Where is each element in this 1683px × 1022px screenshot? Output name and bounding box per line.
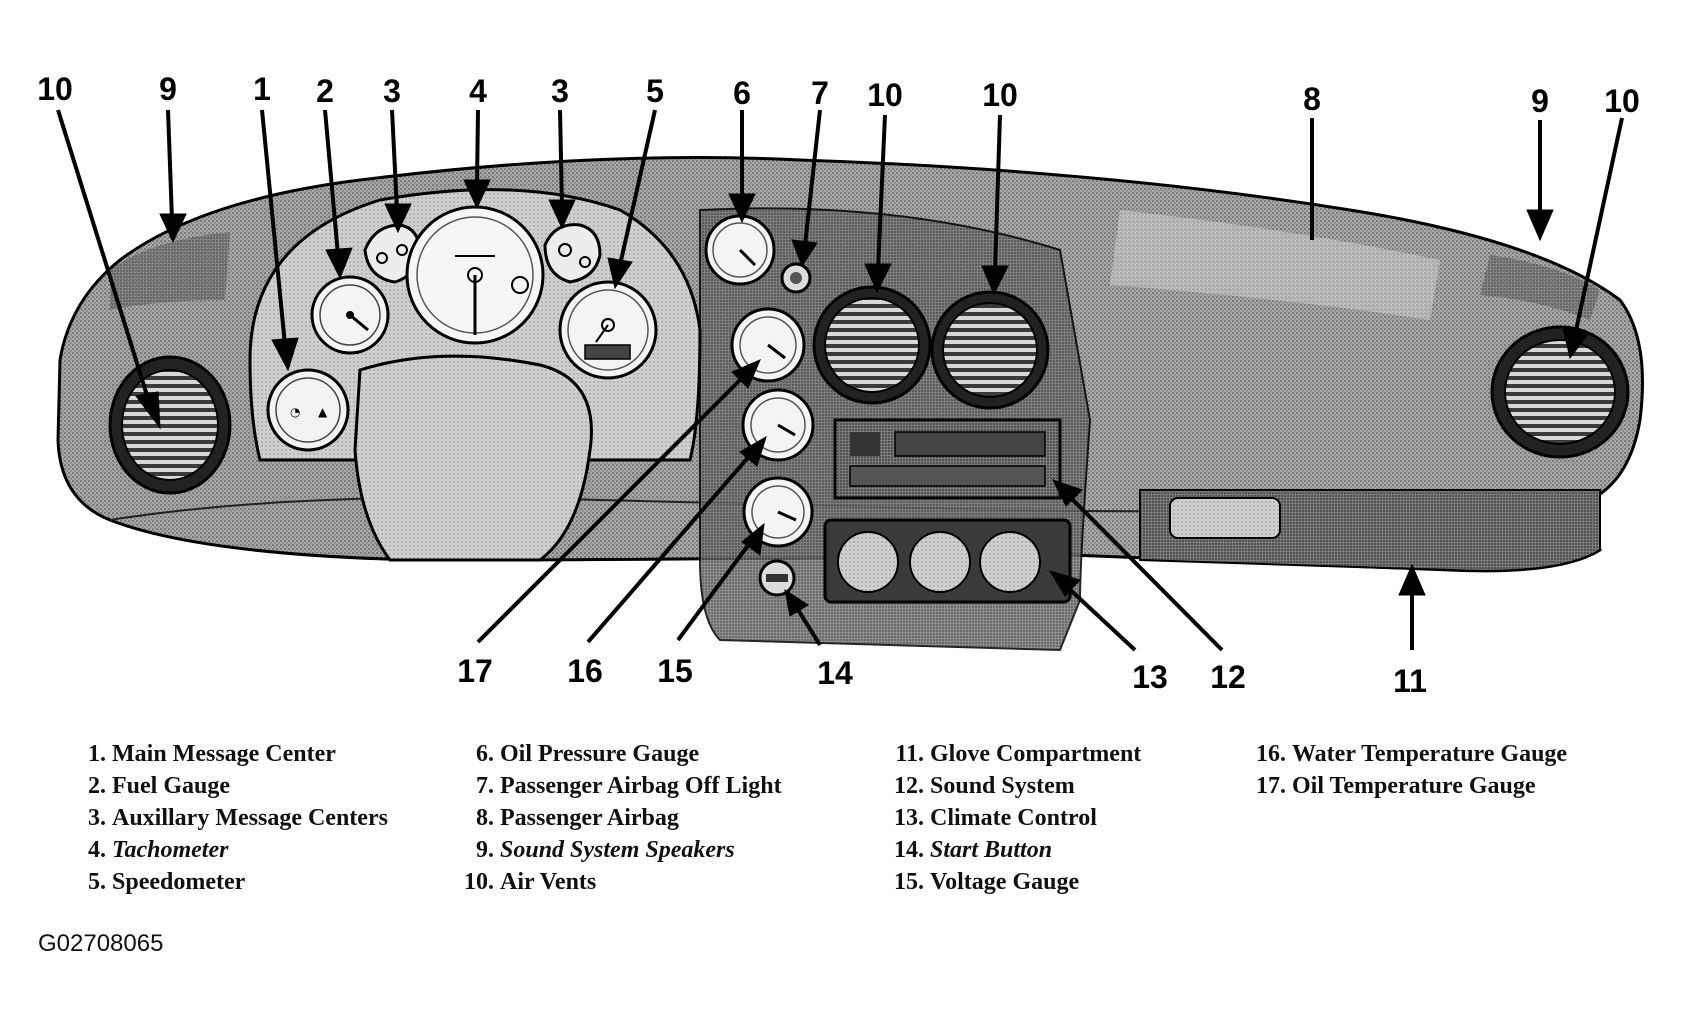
callout-2: 2 <box>316 73 334 109</box>
callout-17: 17 <box>457 653 493 689</box>
svg-text:◔: ◔ <box>290 405 300 419</box>
callout-8: 8 <box>1303 81 1321 117</box>
callout-7: 7 <box>811 75 829 111</box>
legend-item: 4.Tachometer <box>88 837 229 863</box>
svg-text:▲: ▲ <box>318 405 328 419</box>
passenger-airbag-off-light <box>780 262 812 294</box>
passenger-airbag <box>1110 210 1440 320</box>
oil-pressure-gauge <box>704 214 776 286</box>
glove-compartment-handle <box>1169 497 1281 539</box>
legend-item: 8.Passenger Airbag <box>476 805 679 831</box>
callout-9-right: 9 <box>1531 83 1549 119</box>
arrow-2 <box>323 109 353 280</box>
arrow-1 <box>260 109 299 372</box>
arrow-10-b <box>864 114 892 294</box>
speaker-left <box>110 232 230 310</box>
legend-column-4: 16.Water Temperature Gauge 17.Oil Temper… <box>1250 738 1567 802</box>
arrow-5 <box>607 109 657 290</box>
callout-5: 5 <box>646 73 664 109</box>
main-message-center: ◔ ▲ <box>266 368 350 452</box>
callout-10-left: 10 <box>37 71 73 107</box>
arrow-10-left <box>56 109 161 430</box>
legend-item: 7.Passenger Airbag Off Light <box>476 773 782 799</box>
arrow-9-left <box>159 109 187 244</box>
oil-temperature-gauge <box>730 307 806 383</box>
legend-column-1: 1.Main Message Center 2.Fuel Gauge 3.Aux… <box>82 738 388 898</box>
arrow-10-right <box>1562 117 1624 360</box>
callout-3-left: 3 <box>383 73 401 109</box>
legend-item: 10.Air Vents <box>464 869 597 895</box>
legend-item: 3.Auxillary Message Centers <box>88 805 388 831</box>
arrow-14 <box>784 588 822 647</box>
callout-11: 11 <box>1393 663 1427 699</box>
arrow-17 <box>476 359 761 644</box>
climate-control <box>823 518 1072 604</box>
legend-item: 6.Oil Pressure Gauge <box>476 741 700 767</box>
callout-3-right: 3 <box>551 73 569 109</box>
figure-id: G02708065 <box>38 930 164 957</box>
legend-item: 12.Sound System <box>894 773 1075 799</box>
start-button <box>758 559 796 597</box>
arrow-12 <box>1052 479 1224 652</box>
callout-13: 13 <box>1132 659 1168 695</box>
arrow-10-c <box>981 114 1009 296</box>
legend-column-2: 6.Oil Pressure Gauge 7.Passenger Airbag … <box>458 738 782 898</box>
tachometer <box>405 205 545 345</box>
legend-item: 11.Glove Compartment <box>895 741 1142 767</box>
legend-item: 17.Oil Temperature Gauge <box>1256 773 1536 799</box>
callout-14: 14 <box>817 655 853 691</box>
arrow-3a <box>384 109 412 234</box>
callout-15: 15 <box>657 653 693 689</box>
legend-item: 14.Start Button <box>894 837 1053 863</box>
callout-6: 6 <box>733 75 751 111</box>
sound-system <box>833 418 1062 500</box>
callout-10-right: 10 <box>1604 83 1640 119</box>
callout-9-left: 9 <box>159 71 177 107</box>
arrow-4 <box>463 109 491 210</box>
leader-lines <box>56 109 1624 652</box>
legend-item: 5.Speedometer <box>88 869 246 895</box>
callout-12: 12 <box>1210 659 1246 695</box>
arrow-3b <box>548 109 576 230</box>
arrow-11 <box>1398 563 1426 650</box>
callout-10-center-right: 10 <box>982 77 1018 113</box>
callout-1: 1 <box>253 71 271 107</box>
legend-item: 2.Fuel Gauge <box>88 773 230 799</box>
legend-item: 15.Voltage Gauge <box>894 869 1080 895</box>
legend-item: 1.Main Message Center <box>88 741 336 767</box>
legend-item: 13.Climate Control <box>894 805 1097 831</box>
arrow-16 <box>586 435 767 644</box>
air-vent-center-left <box>812 285 932 405</box>
legend-column-3: 11.Glove Compartment 12.Sound System 13.… <box>888 738 1141 898</box>
callout-numbers: 10 9 1 2 3 4 3 5 6 7 10 10 8 9 10 17 16 … <box>37 71 1640 699</box>
callout-16: 16 <box>567 653 603 689</box>
legend-item: 16.Water Temperature Gauge <box>1256 741 1568 767</box>
aux-message-center-right <box>543 223 602 284</box>
arrow-15 <box>676 522 765 642</box>
callout-4: 4 <box>469 73 487 109</box>
speaker-right <box>1480 255 1600 320</box>
legend: 1.Main Message Center 2.Fuel Gauge 3.Aux… <box>0 738 1683 938</box>
arrow-9-right <box>1526 120 1554 242</box>
steering-wheel-hub <box>353 354 593 562</box>
air-vent-center-right <box>930 290 1050 410</box>
legend-item: 9.Sound System Speakers <box>476 837 735 863</box>
speedometer <box>558 280 658 380</box>
callout-10-center-left: 10 <box>867 77 903 113</box>
air-vent-right <box>1490 325 1630 459</box>
arrow-6 <box>728 110 756 224</box>
fuel-gauge <box>310 275 390 355</box>
arrow-7 <box>791 109 822 268</box>
air-vent-left <box>108 355 232 495</box>
arrow-13 <box>1048 570 1137 652</box>
